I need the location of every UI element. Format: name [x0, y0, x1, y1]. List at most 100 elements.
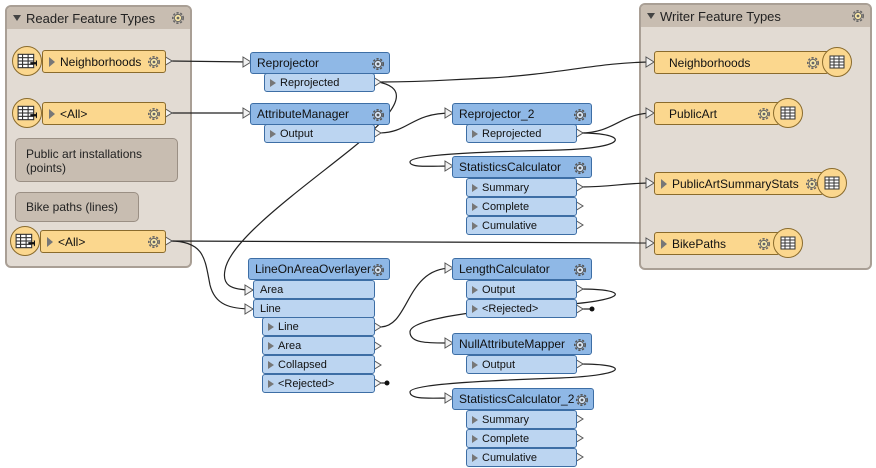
- writer-public-art-summary-stats[interactable]: PublicArtSummaryStats: [654, 172, 824, 195]
- port-label: <Rejected>: [482, 302, 539, 315]
- expand-triangle-icon[interactable]: [49, 108, 55, 119]
- expand-triangle-icon[interactable]: [472, 415, 478, 424]
- expand-triangle-icon[interactable]: [661, 58, 667, 68]
- port-output[interactable]: Output: [466, 280, 577, 299]
- writer-bookmark-header[interactable]: Writer Feature Types: [641, 5, 870, 27]
- gear-icon[interactable]: [370, 107, 386, 123]
- port-rejected[interactable]: <Rejected>: [466, 299, 577, 318]
- reader-neighborhoods-icon[interactable]: [12, 46, 42, 76]
- expand-triangle-icon[interactable]: [661, 109, 667, 119]
- gear-icon[interactable]: [146, 106, 162, 122]
- expand-triangle-icon[interactable]: [472, 202, 478, 211]
- port-reprojected[interactable]: Reprojected: [466, 124, 577, 143]
- transformer-attribute-manager[interactable]: AttributeManager: [250, 103, 390, 125]
- expand-triangle-icon[interactable]: [268, 379, 274, 388]
- port-line[interactable]: Line: [262, 317, 375, 336]
- expand-triangle-icon[interactable]: [472, 183, 478, 192]
- expand-triangle-icon[interactable]: [472, 453, 478, 462]
- port-summary[interactable]: Summary: [466, 178, 577, 197]
- gear-icon[interactable]: [572, 160, 588, 176]
- reader-bookmark-header[interactable]: Reader Feature Types: [7, 7, 190, 29]
- port-output[interactable]: Output: [264, 124, 375, 143]
- gear-icon[interactable]: [756, 236, 772, 252]
- table-icon: [829, 55, 845, 69]
- port-label: Area: [260, 283, 284, 296]
- writer-neighborhoods-icon[interactable]: [822, 47, 852, 77]
- writer-name: BikePaths: [672, 236, 727, 251]
- collapse-triangle-icon[interactable]: [13, 15, 21, 21]
- writer-public-art-summary-stats-icon[interactable]: [817, 168, 847, 198]
- transformer-length-calculator[interactable]: LengthCalculator: [452, 258, 592, 280]
- port-label: Output: [280, 127, 314, 140]
- port-label: Complete: [482, 432, 530, 445]
- expand-triangle-icon[interactable]: [661, 238, 667, 249]
- expand-triangle-icon[interactable]: [47, 236, 53, 247]
- port-complete[interactable]: Complete: [466, 197, 577, 216]
- gear-icon[interactable]: [572, 107, 588, 123]
- gear-icon[interactable]: [370, 262, 386, 278]
- port-collapsed[interactable]: Collapsed: [262, 355, 375, 374]
- port-label: Cumulative: [482, 219, 538, 232]
- gear-icon[interactable]: [574, 392, 590, 408]
- expand-triangle-icon[interactable]: [270, 78, 276, 87]
- annotation-public-art[interactable]: Public art installations (points): [15, 138, 178, 182]
- reader-all-icon[interactable]: [12, 98, 42, 128]
- expand-triangle-icon[interactable]: [268, 322, 274, 331]
- expand-triangle-icon[interactable]: [661, 178, 667, 189]
- expand-triangle-icon[interactable]: [472, 221, 478, 230]
- reader-all-bike-icon[interactable]: [10, 226, 40, 256]
- reader-all-public-art[interactable]: <All>: [42, 102, 166, 125]
- expand-triangle-icon[interactable]: [49, 56, 55, 67]
- port-complete[interactable]: Complete: [466, 429, 577, 448]
- expand-triangle-icon[interactable]: [472, 304, 478, 313]
- writer-public-art[interactable]: PublicArt: [654, 102, 780, 125]
- transformer-reprojector[interactable]: Reprojector: [250, 52, 390, 74]
- reader-all-bike-paths[interactable]: <All>: [40, 230, 166, 253]
- port-label: Summary: [482, 413, 530, 426]
- gear-icon[interactable]: [370, 56, 386, 72]
- gear-icon[interactable]: [146, 234, 162, 250]
- writer-neighborhoods[interactable]: Neighborhoods: [654, 51, 829, 74]
- input-port-area[interactable]: Area: [253, 280, 375, 299]
- gear-icon[interactable]: [572, 262, 588, 278]
- port-reprojected[interactable]: Reprojected: [264, 73, 375, 92]
- port-label: <Rejected>: [278, 377, 335, 390]
- port-cumulative[interactable]: Cumulative: [466, 448, 577, 467]
- collapse-triangle-icon[interactable]: [647, 13, 655, 19]
- writer-bike-paths[interactable]: BikePaths: [654, 232, 780, 255]
- reader-name: <All>: [60, 106, 88, 121]
- port-output[interactable]: Output: [466, 355, 577, 374]
- reader-bookmark-title: Reader Feature Types: [26, 10, 156, 26]
- expand-triangle-icon[interactable]: [268, 360, 274, 369]
- input-port-line[interactable]: Line: [253, 299, 375, 318]
- port-cumulative[interactable]: Cumulative: [466, 216, 577, 235]
- transformer-statistics-calculator-2[interactable]: StatisticsCalculator_2: [452, 388, 594, 410]
- reader-neighborhoods[interactable]: Neighborhoods: [42, 50, 166, 73]
- expand-triangle-icon[interactable]: [268, 341, 274, 350]
- annotation-bike-paths[interactable]: Bike paths (lines): [15, 192, 139, 222]
- gear-icon[interactable]: [572, 337, 588, 353]
- transformer-statistics-calculator[interactable]: StatisticsCalculator: [452, 156, 592, 178]
- expand-triangle-icon[interactable]: [270, 129, 276, 138]
- port-summary[interactable]: Summary: [466, 410, 577, 429]
- expand-triangle-icon[interactable]: [472, 285, 478, 294]
- gear-icon[interactable]: [146, 54, 162, 70]
- writer-public-art-icon[interactable]: [773, 98, 803, 128]
- expand-triangle-icon[interactable]: [472, 434, 478, 443]
- gear-icon[interactable]: [756, 106, 772, 122]
- transformer-name: NullAttributeMapper: [459, 337, 566, 351]
- port-rejected[interactable]: <Rejected>: [262, 374, 375, 393]
- writer-bike-paths-icon[interactable]: [773, 228, 803, 258]
- expand-triangle-icon[interactable]: [472, 129, 478, 138]
- transformer-null-attribute-mapper[interactable]: NullAttributeMapper: [452, 333, 592, 355]
- expand-triangle-icon[interactable]: [472, 360, 478, 369]
- port-area[interactable]: Area: [262, 336, 375, 355]
- writer-bookmark-title: Writer Feature Types: [660, 8, 781, 24]
- transformer-reprojector-2[interactable]: Reprojector_2: [452, 103, 592, 125]
- port-label: Collapsed: [278, 358, 327, 371]
- table-icon: [17, 53, 37, 69]
- gear-icon[interactable]: [805, 55, 821, 71]
- port-label: Reprojected: [280, 76, 340, 89]
- reader-bookmark[interactable]: Reader Feature Types: [5, 5, 192, 268]
- transformer-line-on-area-overlayer[interactable]: LineOnAreaOverlayer: [248, 258, 390, 280]
